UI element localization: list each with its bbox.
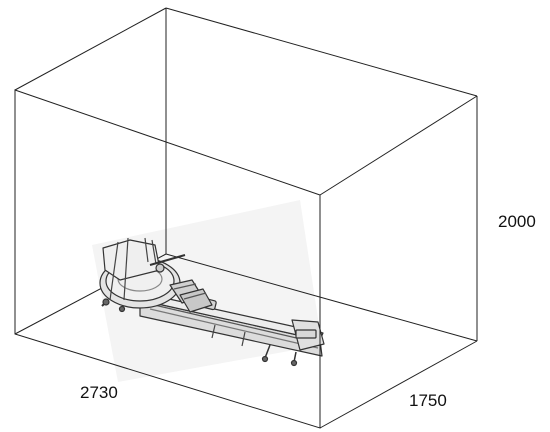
height-dimension-label: 2000 <box>498 212 536 231</box>
depth-dimension-label: 1750 <box>409 391 447 410</box>
rowing-machine-icon <box>99 237 325 367</box>
box-front-edges <box>14 7 478 429</box>
width-dimension-label: 2730 <box>80 383 118 402</box>
